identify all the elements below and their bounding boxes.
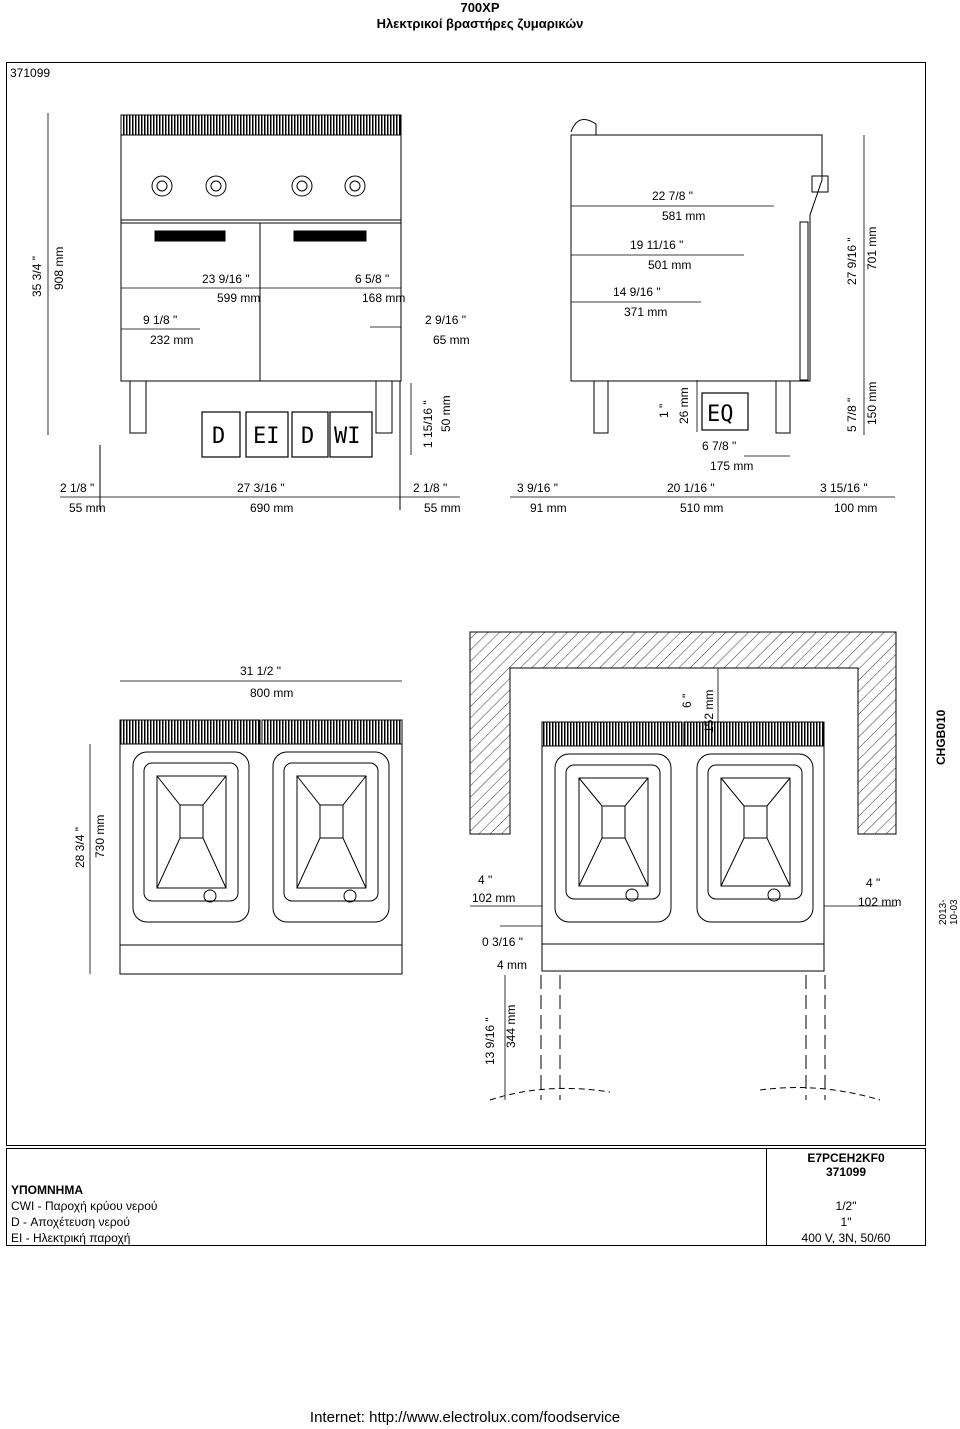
top-view-left	[119, 719, 403, 975]
doc-code: 371099	[10, 66, 51, 80]
front-e-mm: 50 mm	[439, 395, 453, 432]
top-e-mm: 344 mm	[504, 1005, 518, 1048]
front-a-in: 23 9/16 "	[202, 272, 250, 286]
side-view	[570, 119, 829, 434]
side-j-mm: 100 mm	[834, 501, 877, 515]
front-d-in: 2 9/16 "	[425, 313, 466, 327]
legend-code: 371099	[825, 1165, 867, 1179]
side-h-mm: 91 mm	[530, 501, 567, 515]
top-view-right	[489, 721, 881, 1101]
top-d-in: 0 3/16 "	[482, 935, 523, 949]
top-a-mm: 152 mm	[702, 690, 716, 733]
top-depth-mm: 730 mm	[93, 815, 107, 858]
series-title: 700XP	[460, 0, 500, 15]
legend-values-column: E7PCEH2KF0 371099 1/2" 1" 400 V, 3N, 50/…	[766, 1149, 925, 1245]
front-h-in: 2 1/8 "	[413, 481, 447, 495]
drawing-frame	[6, 62, 926, 1146]
side-g-in: 6 7/8 "	[702, 439, 736, 453]
legend-item-ei: EI - Ηλεκτρική παροχή	[11, 1231, 131, 1245]
side-b-mm: 501 mm	[648, 258, 691, 272]
side-connection-box	[701, 392, 749, 431]
side-a-in: 22 7/8 "	[652, 189, 693, 203]
side-f-in: 5 7/8 "	[845, 398, 859, 432]
front-height-in: 35 3/4 "	[30, 256, 44, 297]
connection-ei: EI	[253, 424, 280, 449]
side-e-in: 1 "	[657, 404, 671, 418]
legend-model: E7PCEH2KF0	[807, 1151, 885, 1165]
connection-wi: WI	[334, 424, 361, 449]
page-title: Ηλεκτρικοί βραστήρες ζυμαρικών	[376, 16, 584, 31]
wall-hatch	[469, 631, 897, 835]
top-c-in: 4 "	[866, 876, 880, 890]
legend-value-ei: 400 V, 3N, 50/60	[801, 1231, 891, 1245]
front-connection-boxes	[201, 411, 373, 458]
front-view	[99, 114, 402, 510]
legend-value-cwi: 1/2"	[835, 1199, 857, 1213]
front-f-in: 2 1/8 "	[60, 481, 94, 495]
side-h-in: 3 9/16 "	[517, 481, 558, 495]
top-width-in: 31 1/2 "	[240, 664, 281, 678]
side-b-in: 19 11/16 "	[630, 238, 683, 252]
side-c-in: 14 9/16 "	[613, 285, 661, 299]
front-h-mm: 55 mm	[424, 501, 461, 515]
connection-d1: D	[212, 424, 225, 449]
side-f-mm: 150 mm	[865, 382, 879, 425]
side-i-mm: 510 mm	[680, 501, 723, 515]
front-c-mm: 232 mm	[150, 333, 193, 347]
connection-d2: D	[301, 424, 314, 449]
front-height-mm: 908 mm	[52, 247, 66, 290]
date-vertical: 2013-10-03	[938, 899, 960, 925]
legend-value-d: 1"	[840, 1215, 852, 1229]
side-c-mm: 371 mm	[624, 305, 667, 319]
top-c-mm: 102 mm	[858, 895, 901, 909]
side-a-mm: 581 mm	[662, 209, 705, 223]
side-j-in: 3 15/16 "	[820, 481, 868, 495]
front-f-mm: 55 mm	[69, 501, 106, 515]
side-d-mm: 701 mm	[865, 227, 879, 270]
footer-url: Internet: http://www.electrolux.com/food…	[309, 1409, 621, 1426]
front-d-mm: 65 mm	[433, 333, 470, 347]
top-a-in: 6 "	[680, 694, 694, 708]
top-depth-in: 28 3/4 "	[73, 827, 87, 868]
front-c-in: 9 1/8 "	[143, 313, 177, 327]
connection-eq: EQ	[707, 402, 734, 427]
model-code-vertical: CHGB010	[934, 709, 948, 765]
legend-item-d: D - Αποχέτευση νερού	[11, 1215, 130, 1229]
side-e-mm: 26 mm	[677, 387, 691, 424]
front-b-mm: 168 mm	[362, 291, 405, 305]
top-width-mm: 800 mm	[250, 686, 293, 700]
top-e-in: 13 9/16 "	[483, 1017, 497, 1065]
top-d-mm: 4 mm	[497, 958, 527, 972]
front-b-in: 6 5/8 "	[355, 272, 389, 286]
front-e-in: 1 15/16 "	[421, 400, 435, 448]
front-g-mm: 690 mm	[250, 501, 293, 515]
legend-table: ΥΠΟΜΝΗΜΑ CWI - Παροχή κρύου νερού D - Απ…	[6, 1148, 926, 1246]
side-g-mm: 175 mm	[710, 459, 753, 473]
side-d-in: 27 9/16 "	[845, 237, 859, 285]
legend-item-cwi: CWI - Παροχή κρύου νερού	[11, 1199, 158, 1213]
front-a-mm: 599 mm	[217, 291, 260, 305]
front-g-in: 27 3/16 "	[237, 481, 285, 495]
side-i-in: 20 1/16 "	[667, 481, 715, 495]
top-b-mm: 102 mm	[472, 891, 515, 905]
top-b-in: 4 "	[478, 873, 492, 887]
legend-title: ΥΠΟΜΝΗΜΑ	[11, 1183, 83, 1197]
